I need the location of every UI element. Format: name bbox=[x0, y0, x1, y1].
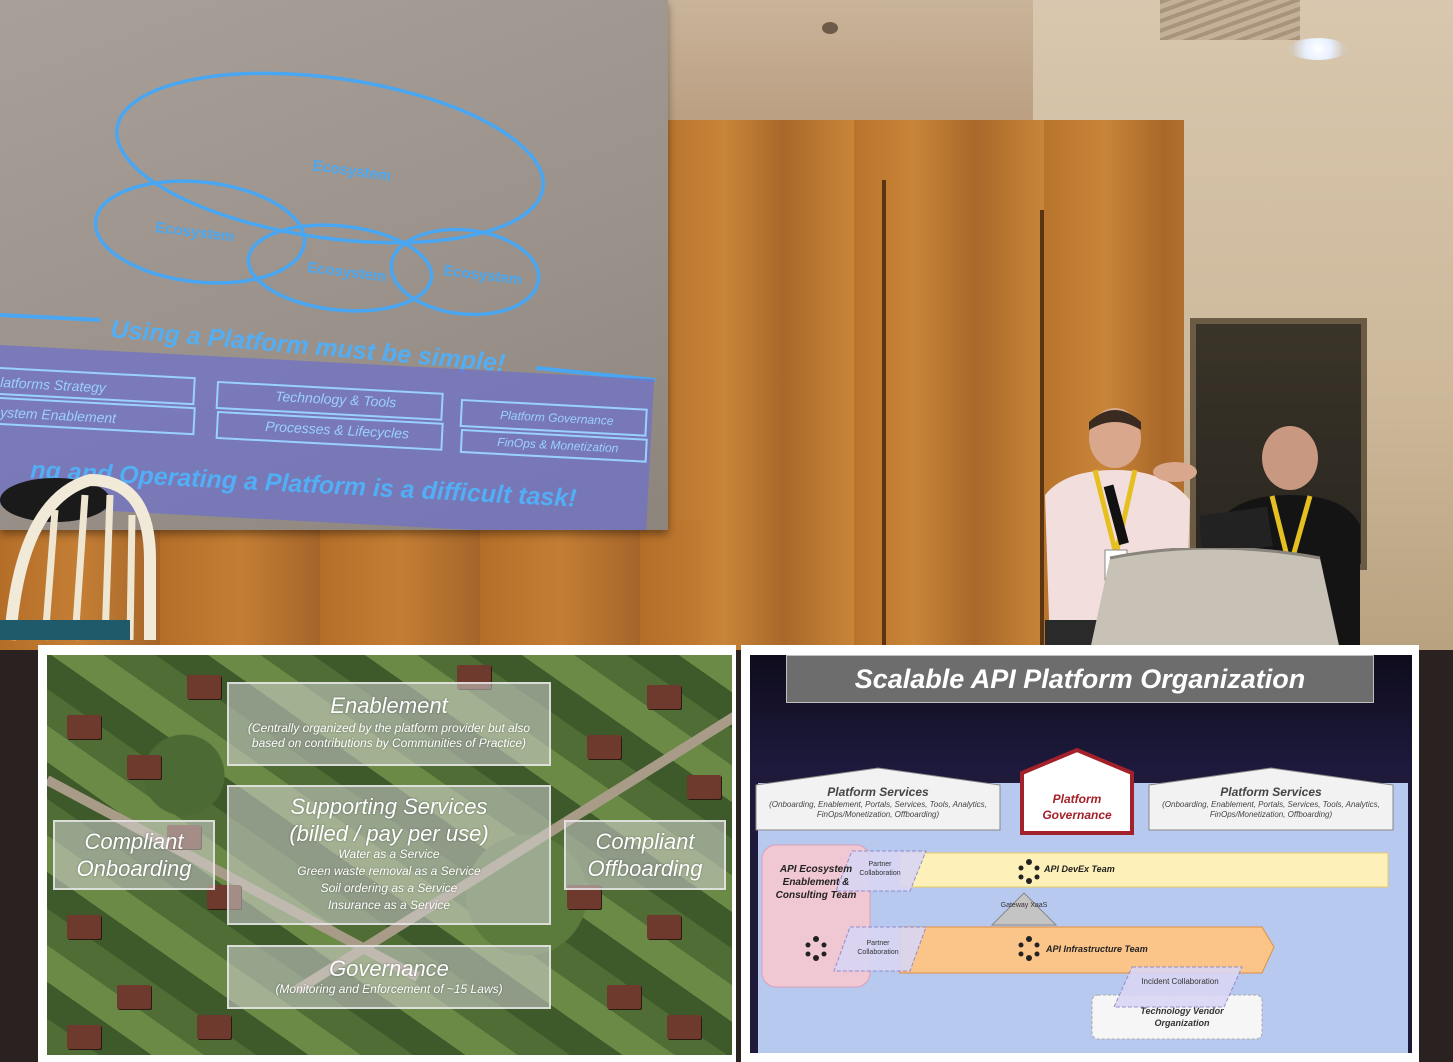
compliant-onboarding-label: Compliant Onboarding bbox=[76, 829, 192, 881]
devex-team-label: API DevEx Team bbox=[1044, 864, 1115, 874]
governance-title: Governance bbox=[329, 956, 449, 981]
supporting-services-box: Supporting Services (billed / pay per us… bbox=[227, 785, 551, 925]
compliant-offboarding-box: Compliant Offboarding bbox=[564, 820, 726, 890]
projected-slide: Ecosystem Ecosystem Ecosystem Ecosystem … bbox=[0, 71, 656, 530]
house bbox=[197, 1015, 231, 1039]
supporting-services-title: Supporting Services (billed / pay per us… bbox=[289, 794, 489, 846]
wall-seam bbox=[1040, 210, 1044, 650]
ceiling-vent bbox=[1160, 0, 1300, 40]
partner-collab-2-label: Partner Collaboration bbox=[857, 940, 899, 956]
ceiling-light bbox=[1288, 38, 1348, 60]
slide-cell: Platform Governance bbox=[500, 408, 614, 428]
gateway-label: Gateway XaaS bbox=[1000, 902, 1048, 909]
supporting-service-item: Soil ordering as a Service bbox=[320, 881, 458, 895]
podium bbox=[1090, 548, 1340, 650]
team-icon bbox=[1018, 936, 1040, 961]
slide-cell: Technology & Tools bbox=[275, 388, 397, 410]
governance-desc: (Monitoring and Enforcement of ~15 Laws) bbox=[275, 982, 503, 996]
ellipse-label: Ecosystem bbox=[155, 219, 236, 246]
governance-box: Governance (Monitoring and Enforcement o… bbox=[227, 945, 551, 1009]
conference-photo: Ecosystem Ecosystem Ecosystem Ecosystem … bbox=[0, 0, 1453, 650]
house bbox=[67, 915, 101, 939]
platform-services-left-house bbox=[755, 767, 1001, 831]
incident-collab-shape bbox=[1113, 966, 1243, 1008]
vendor-label: Technology Vendor Organization bbox=[1140, 1006, 1224, 1028]
platform-services-right: Platform Services (Onboarding, Enablemen… bbox=[1153, 785, 1389, 821]
incident-collab-label: Incident Collaboration bbox=[1141, 977, 1219, 986]
ecosystem-ellipse bbox=[93, 179, 307, 285]
house bbox=[67, 1025, 101, 1049]
wall-seam bbox=[882, 180, 886, 650]
ecosystem-ellipse bbox=[246, 223, 434, 313]
house bbox=[667, 1015, 701, 1039]
projection-screen: Ecosystem Ecosystem Ecosystem Ecosystem … bbox=[0, 0, 668, 530]
partner-collab-1-label: Partner Collaboration bbox=[859, 861, 901, 877]
infra-team-label: API Infrastructure Team bbox=[1046, 944, 1148, 954]
ecosystem-ellipse bbox=[115, 71, 545, 245]
platform-services-right-title: Platform Services bbox=[1220, 785, 1322, 799]
house bbox=[127, 755, 161, 779]
platform-services-right-house bbox=[1148, 767, 1394, 831]
slide-cell: FinOps & Monetization bbox=[497, 435, 619, 455]
org-slide: Scalable API Platform Organization bbox=[750, 655, 1412, 1053]
supporting-service-item: Water as a Service bbox=[338, 847, 440, 861]
ecosystem-ellipse bbox=[389, 227, 541, 317]
platform-services-left: Platform Services (Onboarding, Enablemen… bbox=[760, 785, 996, 821]
slide-cell: latforms Strategy bbox=[0, 374, 107, 396]
team-icon bbox=[1018, 859, 1040, 884]
partner-collab-2-shape bbox=[833, 926, 927, 972]
aerial-neighborhood-photo: Enablement (Centrally organized by the p… bbox=[47, 655, 732, 1055]
slide-cell: Processes & Lifecycles bbox=[265, 418, 410, 442]
ellipse-label: Ecosystem bbox=[307, 259, 388, 286]
slide-cell: ystem Enablement bbox=[0, 404, 118, 426]
platform-governance-house bbox=[1020, 747, 1134, 835]
enablement-title: Enablement bbox=[330, 693, 448, 718]
chair bbox=[0, 473, 156, 641]
ellipse-label: Ecosystem bbox=[443, 262, 524, 289]
house bbox=[117, 985, 151, 1009]
team-icon bbox=[805, 936, 827, 961]
devex-team-bar bbox=[899, 852, 1389, 888]
house bbox=[187, 675, 221, 699]
compliant-offboarding-label: Compliant Offboarding bbox=[587, 829, 703, 881]
compliant-onboarding-box: Compliant Onboarding bbox=[53, 820, 215, 890]
house bbox=[607, 985, 641, 1009]
ceiling-sprinkler bbox=[822, 22, 838, 34]
house bbox=[67, 715, 101, 739]
platform-governance-label: Platform Governance bbox=[1042, 792, 1112, 822]
house bbox=[647, 915, 681, 939]
house bbox=[647, 685, 681, 709]
gateway-xaas-shape bbox=[990, 892, 1058, 926]
supporting-service-item: Insurance as a Service bbox=[327, 898, 451, 912]
platform-services-right-desc: (Onboarding, Enablement, Portals, Servic… bbox=[1162, 800, 1380, 819]
ellipse-label: Ecosystem bbox=[311, 157, 392, 185]
house bbox=[687, 775, 721, 799]
ecosystem-team-label: API Ecosystem Enablement & Consulting Te… bbox=[775, 864, 857, 901]
house bbox=[587, 735, 621, 759]
org-slide-title: Scalable API Platform Organization bbox=[786, 655, 1374, 703]
partner-collab-1-shape bbox=[835, 850, 927, 892]
supporting-service-item: Green waste removal as a Service bbox=[297, 864, 481, 878]
platform-services-left-title: Platform Services bbox=[827, 785, 929, 799]
org-diagram bbox=[755, 747, 1394, 1040]
platform-services-left-desc: (Onboarding, Enablement, Portals, Servic… bbox=[769, 800, 987, 819]
enablement-desc: (Centrally organized by the platform pro… bbox=[247, 721, 531, 750]
enablement-box: Enablement (Centrally organized by the p… bbox=[227, 682, 551, 766]
